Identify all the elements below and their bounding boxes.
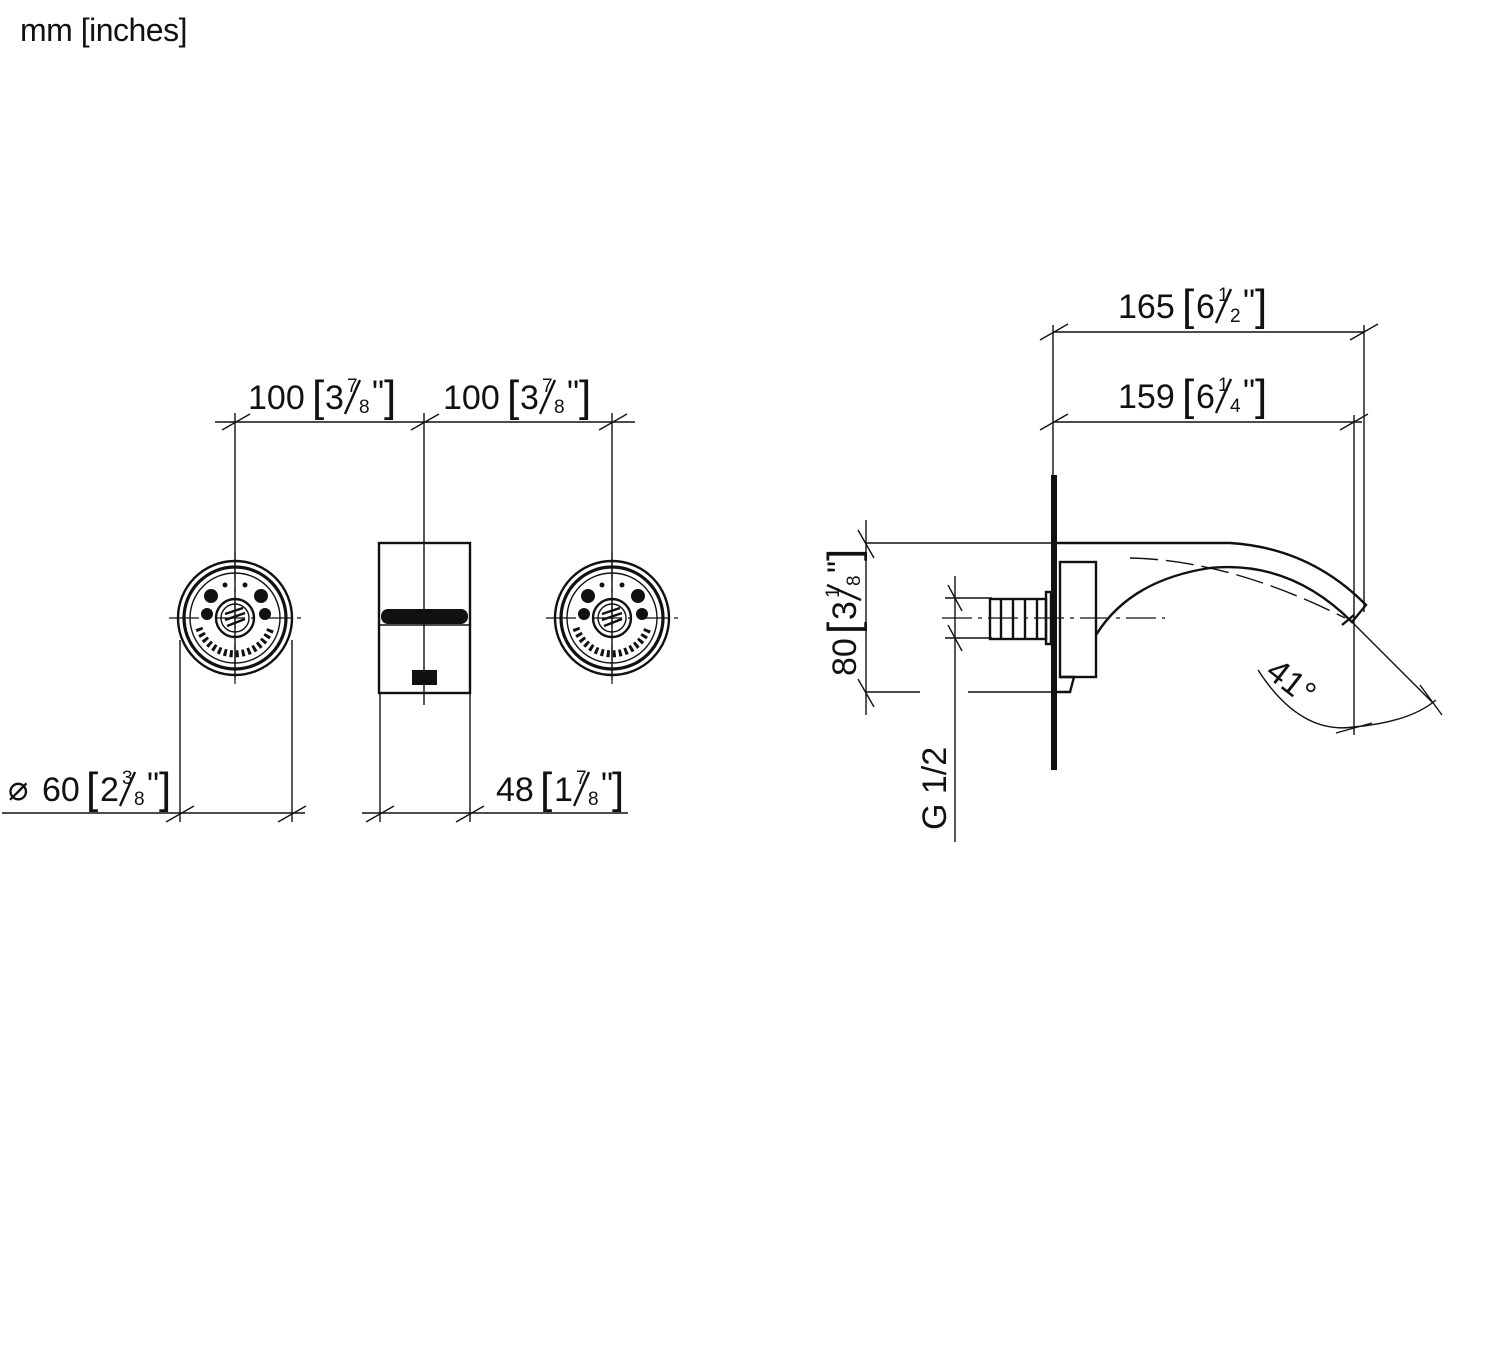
svg-text:7: 7 <box>542 376 553 397</box>
svg-text:159: 159 <box>1118 378 1175 416</box>
dimension-handle-diameter: ⌀ 60 [ 2 3 8 " ] <box>8 764 171 813</box>
svg-text:8: 8 <box>588 789 599 810</box>
side-view: 165 [ 6 1 2 " ] 159 [ 6 1 4 " ] <box>819 281 1443 842</box>
svg-text:1: 1 <box>554 771 573 809</box>
svg-text:]: ] <box>384 372 396 421</box>
svg-text:3: 3 <box>325 379 344 417</box>
left-handle <box>169 552 301 684</box>
svg-text:": " <box>567 374 579 412</box>
svg-text:2: 2 <box>1230 306 1241 327</box>
svg-text:48: 48 <box>496 771 534 809</box>
svg-text:]: ] <box>579 372 591 421</box>
svg-text:[: [ <box>86 764 98 813</box>
spout-front <box>377 541 472 695</box>
svg-text:": " <box>147 766 159 804</box>
svg-text:[: [ <box>312 372 324 421</box>
svg-text:7: 7 <box>576 768 587 789</box>
svg-text:⌀: ⌀ <box>8 770 28 808</box>
dimension-outlet-projection: 159 [ 6 1 4 " ] <box>1118 371 1267 420</box>
svg-text:[: [ <box>540 764 552 813</box>
svg-text:1: 1 <box>823 587 844 598</box>
dimension-height: 80 [ 3 1 8 " ] <box>819 549 868 676</box>
svg-text:8: 8 <box>844 575 865 586</box>
svg-text:]: ] <box>819 549 868 561</box>
svg-text:8: 8 <box>134 789 145 810</box>
right-handle <box>546 552 678 684</box>
svg-text:3: 3 <box>826 601 864 620</box>
svg-text:[: [ <box>507 372 519 421</box>
angle-label: 41° <box>1259 651 1323 713</box>
svg-text:60: 60 <box>42 771 80 809</box>
svg-text:165: 165 <box>1118 288 1175 326</box>
svg-text:[: [ <box>819 622 868 634</box>
svg-text:6: 6 <box>1196 288 1215 326</box>
svg-text:7: 7 <box>347 376 358 397</box>
svg-text:]: ] <box>612 764 624 813</box>
svg-text:1: 1 <box>1218 375 1229 396</box>
dimension-overall-projection: 165 [ 6 1 2 " ] <box>1118 281 1267 330</box>
front-view: 100 [ 3 7 8 " ] 100 [ 3 7 8 " ] <box>2 372 678 823</box>
svg-text:[: [ <box>1182 371 1194 420</box>
svg-text:3: 3 <box>520 379 539 417</box>
svg-text:": " <box>821 561 859 573</box>
svg-text:6: 6 <box>1196 378 1215 416</box>
svg-text:100: 100 <box>443 379 500 417</box>
svg-text:": " <box>1243 373 1255 411</box>
svg-text:8: 8 <box>554 397 565 418</box>
svg-text:2: 2 <box>100 771 119 809</box>
svg-text:]: ] <box>159 764 171 813</box>
svg-text:]: ] <box>1255 371 1267 420</box>
units-label: mm [inches] <box>20 12 187 48</box>
svg-text:": " <box>372 374 384 412</box>
dimension-spacing-right: 100 [ 3 7 8 " ] <box>443 372 591 421</box>
dimension-spacing-left: 100 [ 3 7 8 " ] <box>248 372 396 421</box>
svg-text:1: 1 <box>1218 285 1229 306</box>
svg-text:": " <box>601 766 613 804</box>
dimension-spout-width: 48 [ 1 7 8 " ] <box>496 764 624 813</box>
svg-text:80: 80 <box>826 638 864 676</box>
svg-text:100: 100 <box>248 379 305 417</box>
svg-text:[: [ <box>1182 281 1194 330</box>
svg-text:": " <box>1243 283 1255 321</box>
thread-label: G 1/2 <box>916 747 954 830</box>
svg-text:]: ] <box>1255 281 1267 330</box>
svg-text:8: 8 <box>359 397 370 418</box>
svg-text:4: 4 <box>1230 396 1241 417</box>
svg-text:3: 3 <box>122 768 133 789</box>
